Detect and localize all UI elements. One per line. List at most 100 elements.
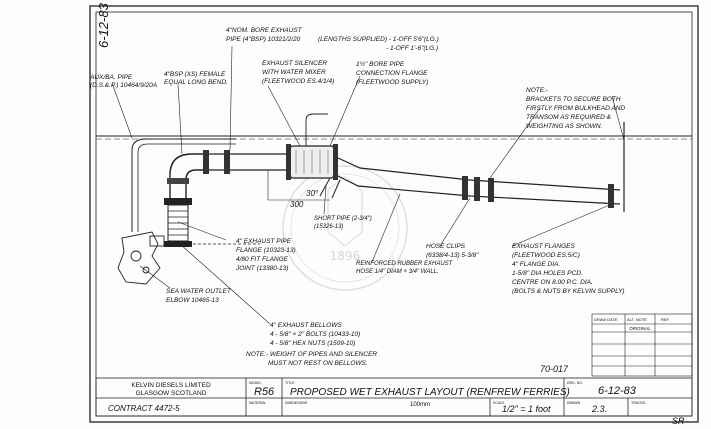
hose-clip-3 <box>488 178 494 202</box>
note-right-l5: WEIGHTING AS SHOWN. <box>526 123 603 130</box>
note-silencer: EXHAUST SILENCER WITH WATER MIXER (FLEET… <box>262 60 334 85</box>
note-silencer-l1: EXHAUST SILENCER <box>262 60 327 67</box>
note-short-pipe: SHORT PIPE (2-3/4") (15326-13) <box>314 216 372 230</box>
note-exhaust-flanges-l3: 4" FLANGE DIA. <box>512 261 560 268</box>
engine-outline <box>117 231 165 285</box>
silencer-flange-right <box>333 144 338 180</box>
model-value: R56 <box>254 386 275 398</box>
note-exhaust-flanges-l4: 1-5/8" DIA HOLES PCD. <box>512 270 583 277</box>
short-pipe-down <box>319 177 331 197</box>
note-bellows-l3: 4 - 5/8" HEX NUTS (1509-10) <box>270 340 355 347</box>
note-elbow-l2: FLANGE (10323-13) <box>236 247 296 254</box>
note-weight: NOTE:- WEIGHT OF PIPES AND SILENCER MUST… <box>246 351 377 367</box>
rev-original: ORIGINAL <box>629 326 651 331</box>
note-silencer-l3: (FLEETWOOD ES.4/1/4) <box>262 78 334 85</box>
note-short-pipe-l1: SHORT PIPE (2-3/4") <box>314 216 372 222</box>
note-flange-pipe-l3: (FLEETWOOD SUPPLY) <box>356 79 428 86</box>
riser-pipe <box>305 113 328 146</box>
dim-300: 300 <box>290 200 304 209</box>
watermark-year: 1896 <box>330 249 361 263</box>
rev-header-date: DRAW DATE <box>594 317 618 322</box>
company-city: GLASGOW SCOTLAND <box>136 390 207 397</box>
company-name: KELVIN DIESELS LIMITED <box>131 382 211 389</box>
outlet-pipe-top <box>337 157 621 191</box>
aux-pipe <box>131 138 236 232</box>
note-right-l1: NOTE:- <box>526 87 549 94</box>
note-sea-water-l1: SEA WATER OUTLET <box>166 288 232 295</box>
dim-30deg: 30° <box>306 189 319 198</box>
note-elbow-l3: 4/80 FIT FLANGE <box>236 256 289 263</box>
note-flange-pipe-l2: CONNECTION FLANGE <box>356 70 428 77</box>
drawing-ref: 70-017 <box>540 364 569 374</box>
dimensions-label: DIMENSIONS <box>285 401 308 405</box>
note-bellows-l1: 4" EXHAUST BELLOWS <box>270 322 342 329</box>
pipe-flange-2 <box>224 150 230 174</box>
rev-header-alt: ALT. NOTE <box>627 317 647 322</box>
note-elbow-l4: JOINT (13380-13) <box>235 265 288 272</box>
drawn-label: DRAWN <box>567 401 581 405</box>
note-elbow-l1: 4" EXHAUST PIPE <box>236 238 292 245</box>
note-short-pipe-l2: (15326-13) <box>314 224 343 230</box>
note-flange-pipe-l1: 1½" BORE PIPE <box>356 60 405 68</box>
note-hose-clips-l1: HOSE CLIPS <box>426 243 466 250</box>
note-elbow: 4" EXHAUST PIPE FLANGE (10323-13) 4/80 F… <box>235 238 296 272</box>
note-right-l3: FIRSTLY FROM BULKHEAD AND <box>526 105 625 112</box>
note-right-l4: TRANSOM AS REQUIRED & <box>526 114 611 121</box>
initials: SR <box>672 416 685 426</box>
bellows-top-flange <box>164 198 192 205</box>
title-block-frame <box>95 377 693 417</box>
note-exhaust-flanges-l6: (BOLTS & NUTS BY KELVIN SUPPLY) <box>512 288 625 295</box>
hose-clip-2 <box>474 177 480 201</box>
note-flange-pipe: 1½" BORE PIPE CONNECTION FLANGE (FLEETWO… <box>356 60 428 86</box>
note-exhaust-flanges-l1: EXHAUST FLANGES <box>512 243 576 250</box>
note-sea-water-l2: ELBOW 10465-13 <box>166 297 219 304</box>
note-hose-clips-l2: (6338/4-13) 5-3/8" <box>426 252 479 259</box>
bend-flange <box>167 178 189 184</box>
aux-pipe-inner <box>137 143 236 232</box>
note-exhaust-pipe-l2: PIPE (4"BSP) 10321/2/20 <box>226 36 301 43</box>
note-exhaust-flanges-l5: CENTRE ON 8.00 P.C. DIA. <box>512 279 593 286</box>
note-weight-l1: NOTE:- WEIGHT OF PIPES AND SILENCER <box>246 351 377 358</box>
note-reinforced-hose: REINFORCED RUBBER EXHAUST HOSE 1/4" DIAM… <box>356 261 454 275</box>
note-aux-pipe-l2: (D.S.&.P.) 10464/9/20A <box>90 82 157 89</box>
note-exhaust-pipe-l3: (LENGTHS SUPPLIED) - 1-OFF 5'6"(LG.) <box>318 36 439 43</box>
dimensions-value: 100mm <box>410 402 430 408</box>
leader-lines <box>111 45 625 325</box>
short-pipe-down-2 <box>331 179 341 199</box>
note-reinforced-hose-l1: REINFORCED RUBBER EXHAUST <box>356 261 454 267</box>
watermark-seal: 1896 <box>282 165 408 291</box>
note-exhaust-pipe: 4"NOM. BORE EXHAUST PIPE (4"BSP) 10321/2… <box>226 27 439 52</box>
note-bellows-l2: 4 - 5/8" × 2" BOLTS (10433-10) <box>270 331 360 338</box>
note-exhaust-pipe-l4: - 1-OFF 1'-6"(LG.) <box>386 45 438 52</box>
exhaust-outlet-flange <box>608 184 614 208</box>
material-label: MATERIAL <box>249 401 266 405</box>
note-bend-l2: EQUAL LONG BEND. <box>164 79 228 86</box>
note-aux-pipe-l1: AUX/BA. PIPE <box>89 74 133 81</box>
scale-label: SCALE <box>493 401 505 405</box>
note-exhaust-pipe-l1: 4"NOM. BORE EXHAUST <box>226 27 303 34</box>
revision-table <box>591 313 693 377</box>
title-label: TITLE <box>285 381 295 385</box>
note-weight-l2: MUST NOT REST ON BELLOWS. <box>268 360 368 367</box>
model-label: MODEL <box>249 381 262 385</box>
note-aux-pipe: AUX/BA. PIPE (D.S.&.P.) 10464/9/20A <box>89 74 157 89</box>
rev-header-ref: REF. <box>661 317 670 322</box>
hose-clip-1 <box>462 176 468 200</box>
traced-label: TRACED <box>631 401 646 405</box>
outer-border <box>89 5 699 423</box>
drawing-title: PROPOSED WET EXHAUST LAYOUT (RENFREW FER… <box>290 387 570 398</box>
note-right: NOTE:- BRACKETS TO SECURE BOTH FIRSTLY F… <box>526 87 625 130</box>
note-bend: 4"BSP (XS) FEMALE EQUAL LONG BEND. <box>164 71 228 86</box>
note-right-l2: BRACKETS TO SECURE BOTH <box>526 96 621 103</box>
bellows-bottom-flange <box>164 241 192 247</box>
note-exhaust-flanges: EXHAUST FLANGES (FLEETWOOD ES.5/C) 4" FL… <box>512 243 625 295</box>
note-hose-clips: HOSE CLIPS (6338/4-13) 5-3/8" <box>426 243 479 259</box>
pipe-flange-1 <box>203 150 209 174</box>
vertical-date: 6-12-83 <box>96 2 111 48</box>
drg-no-value: 6-12-83 <box>598 385 637 397</box>
note-sea-water: SEA WATER OUTLET ELBOW 10465-13 <box>166 288 232 304</box>
note-silencer-l2: WITH WATER MIXER <box>262 69 326 76</box>
scale-value: 1/2" = 1 foot <box>502 404 551 414</box>
